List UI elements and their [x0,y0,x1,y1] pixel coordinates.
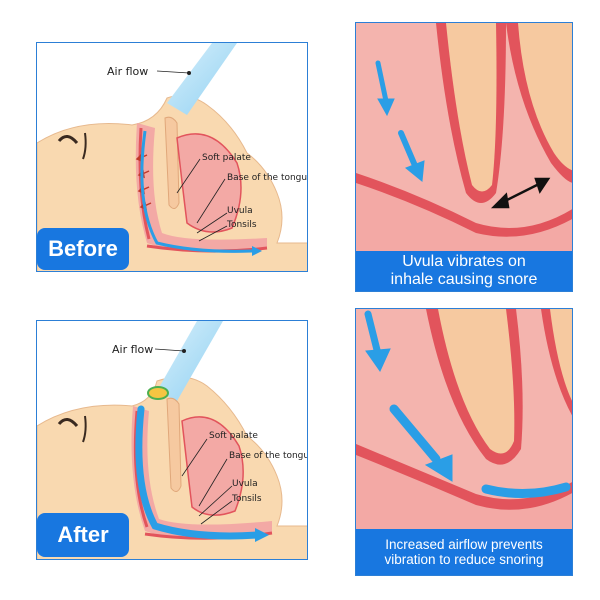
after-airflow-arrows [364,310,571,498]
before-zoom-caption: Uvula vibrates on inhale causing snore [356,251,572,291]
after-zoom-panel: Increased airflow prevents vibration to … [355,308,573,576]
soft-palate-label: Soft palate [209,431,258,441]
before-anatomy-illustration [37,43,307,271]
before-caption-line2: inhale causing snore [390,271,538,288]
air-flow-label: Air flow [107,65,149,78]
before-diagram-panel: Air flow Soft palate Base of the tongue … [36,42,308,272]
before-badge: Before [37,228,129,270]
after-diagram-panel: Air flow Soft palate Base of the tongue … [36,320,308,560]
tonsils-label: Tonsils [232,494,262,504]
after-zoom-illustration [356,309,572,531]
before-caption-line1: Uvula vibrates on [402,253,526,270]
throat-airflow-line [135,405,261,540]
before-zoom-illustration [356,23,572,253]
vibration-double-arrow [490,177,551,209]
after-badge: After [37,513,129,557]
tongue-shape [181,416,244,516]
uvula-shape [446,23,497,192]
uvula-shape [438,309,515,454]
throat-airflow-line [140,130,253,253]
before-zoom-panel: Uvula vibrates on inhale causing snore [355,22,573,292]
incoming-airflow [167,43,237,115]
base-of-tongue-label: Base of the tongue [227,173,308,183]
after-zoom-caption: Increased airflow prevents vibration to … [356,529,572,575]
anti-snore-device [147,386,169,400]
before-airflow-arrows [375,60,425,182]
soft-palate-label: Soft palate [202,153,251,163]
air-flow-label: Air flow [112,343,154,356]
after-caption-line2: vibration to reduce snoring [384,552,544,567]
after-caption-line1: Increased airflow prevents [385,537,543,552]
incoming-airflow [157,321,223,401]
uvula-label: Uvula [232,479,258,489]
tonsils-label: Tonsils [227,220,257,230]
uvula-label: Uvula [227,206,253,216]
tongue-shape [176,133,242,233]
base-of-tongue-label: Base of the tongue [229,451,308,461]
